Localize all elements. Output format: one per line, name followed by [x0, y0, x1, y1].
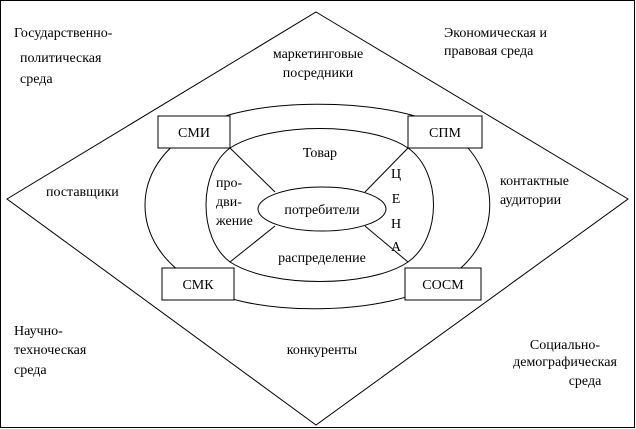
- spoke-bottom-right: [364, 225, 409, 263]
- box-sosm: [404, 267, 482, 301]
- outer-bottom-label: конкуренты: [287, 343, 358, 358]
- box-sosm-label: СОСМ: [422, 278, 464, 293]
- spoke-top-left: [229, 147, 276, 193]
- inner-right-letter-1: Ц: [391, 167, 401, 182]
- corner-top-right-line-1: Экономическая и: [444, 26, 547, 41]
- outer-top-line-1: маркетинговые: [273, 47, 363, 62]
- box-smi: [157, 115, 231, 149]
- box-smk-label: СМК: [182, 278, 214, 293]
- inner-right-letter-3: Н: [391, 217, 401, 232]
- inner-right-letter-4: А: [391, 240, 402, 255]
- inner-right-letter-2: Е: [392, 192, 401, 207]
- corner-top-left-line-1: Государственно-: [14, 26, 113, 41]
- inner-left-line-1: про-: [216, 176, 242, 191]
- box-smk: [161, 267, 235, 301]
- corner-bottom-left-line-2: техноческая: [14, 343, 87, 358]
- environment-diamond: [6, 11, 629, 426]
- outer-right-line-1: контактные: [500, 174, 569, 189]
- outer-top-line-2: посредники: [283, 66, 354, 81]
- outer-right-line-2: аудитории: [500, 193, 562, 208]
- corner-bottom-left-line-3: среда: [14, 363, 47, 378]
- consumers-ellipse: [257, 186, 387, 232]
- corner-bottom-right-line-3: среда: [569, 374, 602, 389]
- inner-top-label: Товар: [303, 146, 337, 161]
- center-label: потребители: [284, 203, 360, 218]
- box-spm: [407, 115, 483, 149]
- corner-bottom-left-line-1: Научно-: [14, 324, 63, 339]
- box-spm-label: СПМ: [429, 126, 461, 141]
- box-smi-label: СМИ: [178, 126, 210, 141]
- corner-bottom-right-line-1: Социально-: [530, 338, 601, 353]
- outer-left-label: поставщики: [46, 185, 119, 200]
- spoke-top-right: [364, 147, 409, 193]
- corner-top-left-line-3: среда: [20, 72, 53, 87]
- spoke-bottom-left: [229, 225, 276, 263]
- inner-left-line-3: жение: [215, 214, 253, 229]
- inner-left-line-2: дви-: [216, 195, 242, 210]
- corner-top-right-line-2: правовая среда: [444, 44, 534, 59]
- corner-top-left-line-2: политическая: [20, 51, 102, 66]
- inner-bottom-label: распределение: [278, 251, 366, 266]
- corner-bottom-right-line-2: демографическая: [513, 355, 617, 370]
